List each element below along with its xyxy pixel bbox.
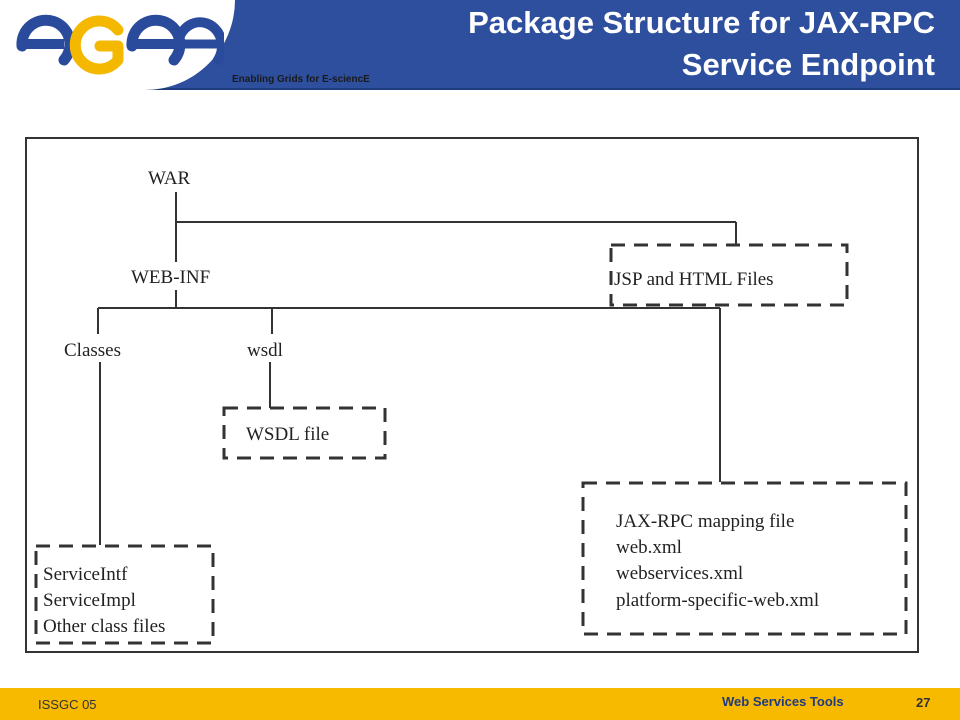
node-wsdl-file: WSDL file [246,424,329,445]
logo-letter-e1 [16,14,76,66]
header-stripe [0,88,960,90]
class-file-item: ServiceIntf [43,564,128,585]
egee-logo [16,14,224,75]
logo-letter-e3 [173,17,224,65]
descriptor-file-item: platform-specific-web.xml [616,590,819,611]
slide-title-line-1: Package Structure for JAX-RPC [468,5,935,40]
descriptor-file-item: JAX-RPC mapping file [616,511,794,532]
footer-section-title: Web Services Tools [722,694,844,709]
class-file-item: ServiceImpl [43,590,136,611]
slide-footer [0,688,960,720]
descriptor-files-box [581,481,908,636]
node-war: WAR [148,168,191,189]
slide-title-line-2: Service Endpoint [681,47,935,82]
node-web-inf: WEB-INF [131,267,210,288]
wsdl-file-box [222,406,387,460]
logo-letter-g [69,15,124,75]
node-classes: Classes [64,340,121,361]
tree-connectors [97,192,737,545]
dashed-boxes [34,243,908,645]
node-wsdl: wsdl [247,340,283,361]
footer-event-label: ISSGC 05 [38,697,97,712]
descriptor-file-item: web.xml [616,537,682,558]
descriptor-file-item: webservices.xml [616,563,743,584]
node-jsp-html-files: JSP and HTML Files [614,269,774,290]
footer-page-number: 27 [916,695,931,710]
slide-title: Package Structure for JAX-RPC Service En… [295,2,935,86]
logo-tagline: Enabling Grids for E-sciencE [232,74,370,85]
class-files-box [34,544,215,645]
class-file-item: Other class files [43,616,165,637]
jsp-html-box [609,243,849,307]
logo-area [0,0,235,90]
